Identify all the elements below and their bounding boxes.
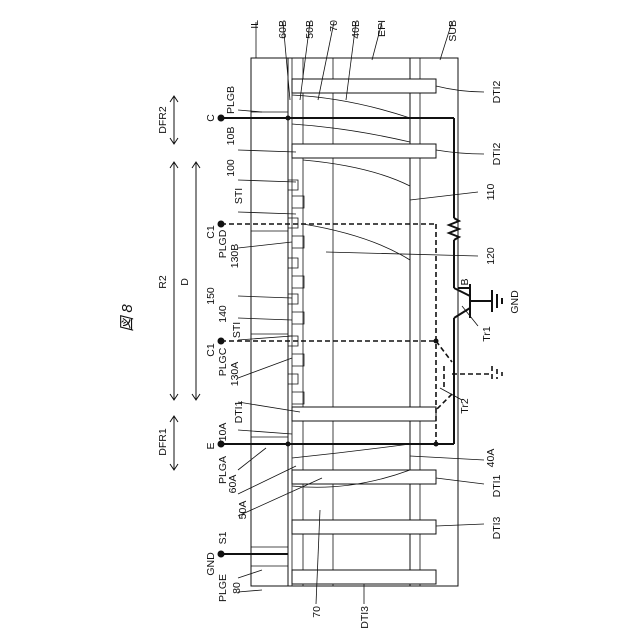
region-40b-curve-2 — [292, 124, 410, 142]
label-sti-b: STI — [231, 322, 243, 338]
leader-lines — [238, 22, 484, 604]
label-b: B — [459, 278, 471, 285]
label-il: IL — [249, 20, 261, 29]
label-120: 120 — [485, 247, 497, 265]
label-70-bottom: 70 — [311, 606, 323, 618]
substrate-sub — [251, 58, 458, 586]
label-dti2-a: DTI2 — [491, 80, 503, 103]
label-sub: SUB — [447, 20, 459, 42]
label-tr2: Tr2 — [459, 398, 471, 414]
label-dti2-b: DTI2 — [491, 142, 503, 165]
label-tr1: Tr1 — [481, 326, 493, 342]
label-40b: 40B — [350, 20, 362, 39]
terminal-c — [218, 115, 225, 122]
ground-symbol-tr2 — [492, 366, 502, 382]
label-40a: 40A — [485, 449, 497, 468]
label-110: 110 — [485, 183, 497, 200]
region-40b-curve — [292, 95, 410, 118]
label-130b: 130B — [229, 244, 241, 269]
labels-left: C PLGB 10B 100 STI C1 PLGD 130B 150 140 … — [205, 86, 249, 602]
terminal-gnd-left — [218, 551, 225, 558]
label-60a: 60A — [227, 475, 239, 494]
label-50a: 50A — [237, 501, 249, 520]
label-130a: 130A — [229, 362, 241, 387]
figure-title: 図 8 — [119, 304, 136, 332]
node-e — [286, 442, 291, 447]
label-10b: 10B — [225, 127, 237, 146]
label-epi: EPI — [376, 20, 388, 37]
dti2-lower — [292, 144, 436, 158]
label-dti3-bottom: DTI3 — [359, 606, 371, 629]
tr1-collector — [454, 288, 470, 296]
label-plge: PLGE — [217, 574, 229, 602]
region-120-curve — [303, 224, 410, 260]
resistor — [449, 218, 459, 240]
label-s1: S1 — [217, 531, 229, 544]
label-dti3-right: DTI3 — [491, 516, 503, 539]
label-100: 100 — [225, 159, 237, 177]
label-10a: 10A — [217, 423, 229, 442]
label-c1-b: C1 — [205, 343, 217, 357]
node-c — [286, 116, 291, 121]
dti2-upper — [292, 79, 436, 93]
label-50b: 50B — [304, 20, 316, 39]
dti3-upper — [292, 520, 436, 534]
label-plgc: PLGC — [217, 347, 229, 376]
labels-top: IL 60B 50B 70 40B EPI SUB — [249, 20, 459, 42]
dti1-left — [292, 407, 436, 421]
tr2-wire-in — [436, 341, 452, 362]
label-dfr2: DFR2 — [157, 106, 169, 134]
label-gnd-right: GND — [509, 290, 521, 314]
label-dfr1: DFR1 — [157, 428, 169, 456]
label-70-top: 70 — [328, 20, 340, 32]
label-c-top: C — [205, 114, 217, 122]
label-80: 80 — [231, 582, 243, 594]
label-60b: 60B — [277, 20, 289, 39]
region-110-curve — [303, 160, 410, 186]
labels-bottom: 70 DTI3 — [311, 606, 371, 629]
label-c1-a: C1 — [205, 225, 217, 239]
label-d: D — [179, 278, 191, 286]
ground-symbol-right — [492, 290, 502, 312]
label-150: 150 — [205, 287, 217, 305]
label-plgd: PLGD — [217, 229, 229, 258]
label-gnd-left: GND — [205, 552, 217, 576]
label-plgb: PLGB — [225, 86, 237, 114]
region-40a-curve — [292, 444, 410, 458]
device-body — [251, 58, 458, 586]
terminal-c1-upper — [218, 221, 225, 228]
dti3-lower — [292, 570, 436, 584]
label-dti1-right: DTI1 — [491, 474, 503, 497]
label-sti-a: STI — [233, 188, 245, 204]
terminal-c1-lower — [218, 338, 225, 345]
label-e: E — [205, 442, 217, 449]
label-dti1-left: DTI1 — [233, 400, 245, 423]
tr2-wire-out — [436, 394, 452, 410]
label-r2: R2 — [157, 275, 169, 289]
label-140: 140 — [217, 305, 229, 323]
